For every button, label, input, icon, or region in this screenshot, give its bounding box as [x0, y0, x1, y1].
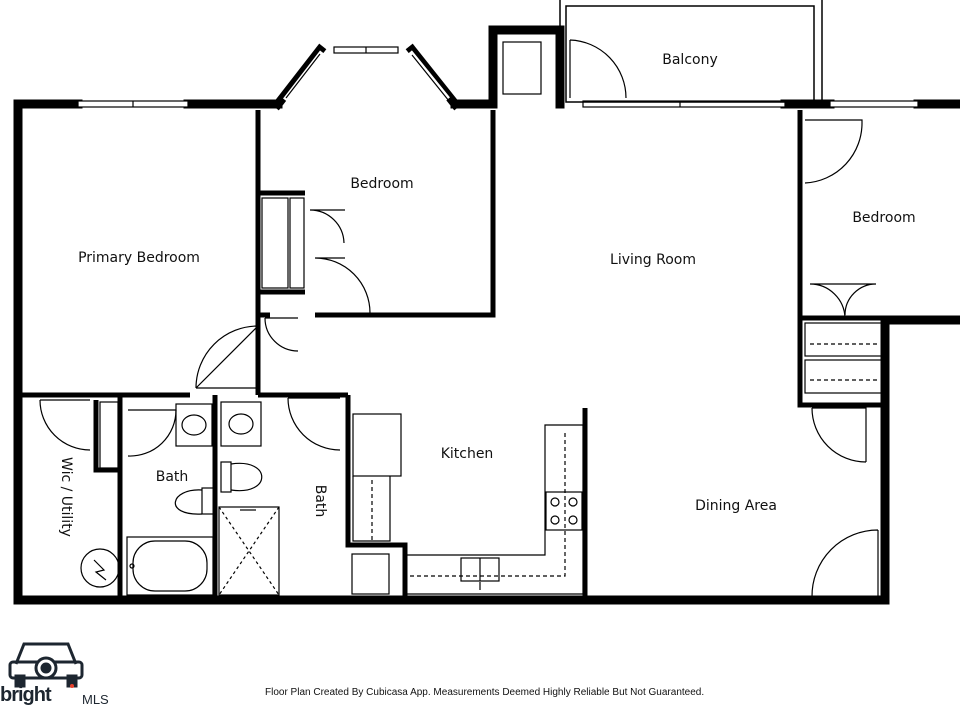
bath-fixtures: [80, 401, 280, 596]
bath-left-label: Bath: [156, 469, 189, 485]
logo-accent-dot: [70, 684, 74, 688]
room-labels: Balcony Bedroom Bedroom Primary Bedroom …: [58, 52, 916, 537]
closet-shelves: [99, 197, 884, 469]
bath-right-label: Bath: [312, 485, 328, 518]
interior-walls: [18, 30, 885, 600]
footer-disclaimer: Floor Plan Created By Cubicasa App. Meas…: [265, 687, 705, 698]
dining-area-label: Dining Area: [695, 498, 777, 514]
primary-bedroom-label: Primary Bedroom: [78, 250, 200, 266]
exterior-walls: [13, 25, 960, 605]
kitchen-label: Kitchen: [441, 446, 494, 462]
balcony-closet: [502, 41, 542, 95]
bedroom-center-label: Bedroom: [350, 176, 413, 192]
logo-wordmark: bright: [0, 684, 52, 706]
wic-utility-label: Wic / Utility: [58, 457, 74, 537]
balcony-label: Balcony: [662, 52, 718, 68]
bedroom-right-label: Bedroom: [852, 210, 915, 226]
doors: [39, 39, 879, 598]
living-room-label: Living Room: [610, 252, 696, 268]
bright-mls-logo: [8, 642, 84, 688]
camera-car-icon: [8, 642, 84, 688]
logo-suffix: MLS: [82, 692, 109, 707]
kitchen-fixtures: [351, 413, 584, 595]
balcony-outline: [559, 0, 823, 104]
windows: [77, 46, 919, 108]
